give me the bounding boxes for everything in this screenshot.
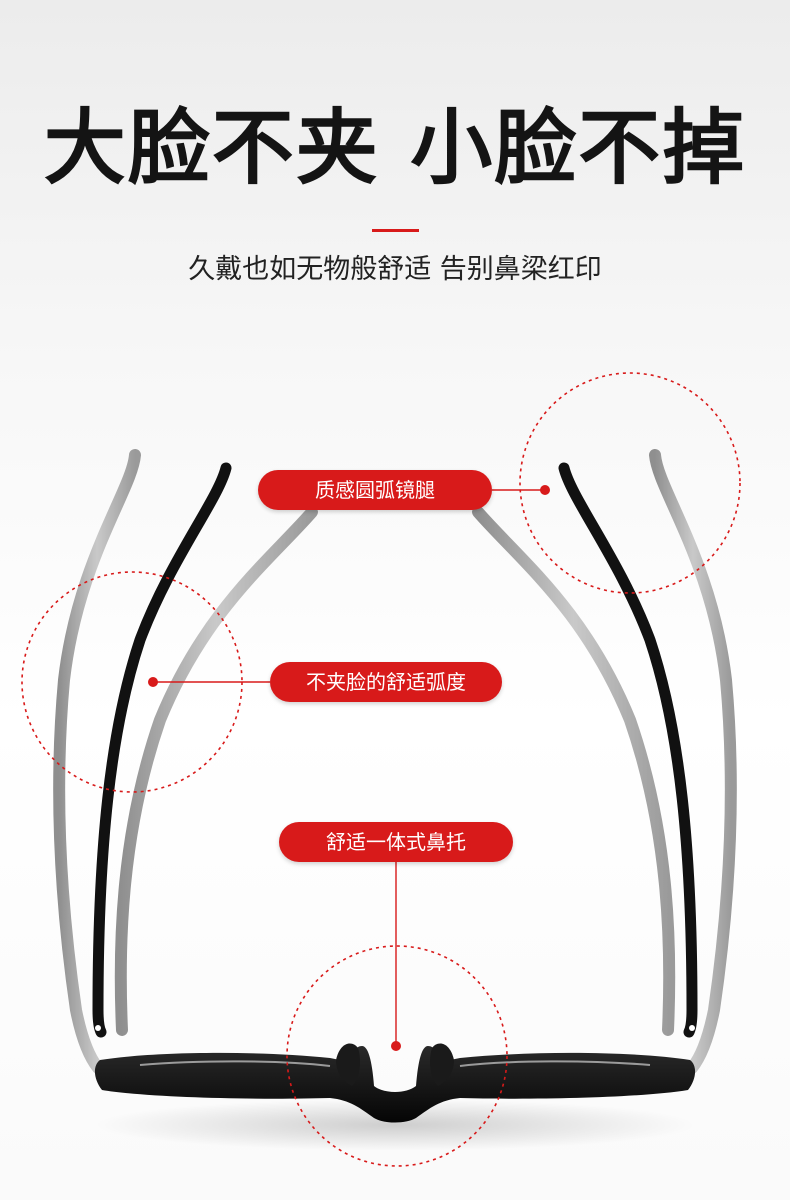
callout-label-curve: 不夹脸的舒适弧度 (270, 662, 502, 702)
nose-pad-right (430, 1043, 454, 1086)
ghost-temple-right-narrow (472, 506, 676, 1036)
frame-bar (94, 1046, 696, 1123)
ghost-temple-left-wide (53, 449, 141, 1074)
callout-circle-nose (286, 945, 508, 1167)
hinge-right (689, 1025, 695, 1031)
black-temple-left (92, 462, 232, 1038)
black-temples (92, 462, 698, 1038)
ghost-temples-narrow (114, 506, 676, 1036)
accent-rule (372, 229, 419, 232)
anchor-dot-curve (148, 677, 158, 687)
anchor-dot-nose (391, 1041, 401, 1051)
anchor-dot-temple (540, 485, 550, 495)
ghost-temple-left-narrow (114, 506, 318, 1036)
black-temple-right (558, 462, 698, 1038)
ghost-temple-right-wide (649, 449, 737, 1074)
callout-circle-temple (519, 372, 741, 594)
nose-pad-left (336, 1043, 360, 1086)
headline: 大脸不夹 小脸不掉 (43, 101, 747, 196)
callout-label-temple: 质感圆弧镜腿 (258, 470, 492, 510)
leader-lines (153, 489, 545, 1046)
hinge-left (95, 1025, 101, 1031)
subtitle: 久戴也如无物般舒适 告别鼻梁红印 (188, 254, 602, 285)
ghost-temples-wide (53, 449, 737, 1074)
ground-shadow (95, 1099, 695, 1151)
frame-highlight (139, 1060, 651, 1067)
callout-label-nose-pad: 舒适一体式鼻托 (279, 822, 513, 862)
anchor-dots (148, 485, 550, 1051)
front-frame (94, 1043, 696, 1123)
